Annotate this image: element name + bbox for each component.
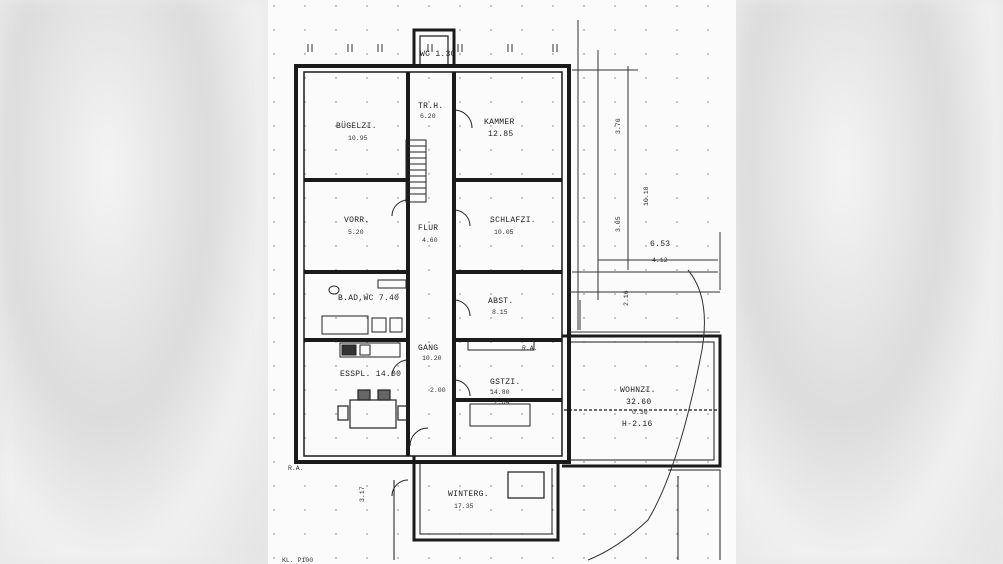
blurred-background-left xyxy=(0,0,268,564)
room-area-winterg: 17.35 xyxy=(454,503,474,510)
room-area-flur: 4.60 xyxy=(422,237,438,244)
room-label-wohnzi: WOHNZI. xyxy=(620,386,656,395)
room-area-kammer: 12.85 xyxy=(488,130,514,139)
room-label-winterg: WINTERG. xyxy=(448,490,489,499)
door-swings xyxy=(391,109,473,497)
dining-table xyxy=(337,389,409,429)
misc-annotations: 2.00 R.A. R.A. KL. P100 xyxy=(282,345,538,564)
floor-plan-sheet: WC 1.30 TR.H. 6.20 BÜGELZI. 10.95 KAMMER… xyxy=(268,0,736,564)
dimension-label: 6.53 xyxy=(650,240,670,249)
interior-walls xyxy=(304,72,562,456)
wohnzi-note: 0.30 xyxy=(632,409,648,416)
annotation-corner-left: R.A. xyxy=(288,465,304,472)
room-label-vorr: VORR. xyxy=(344,216,370,225)
room-label-flur: FLUR xyxy=(418,224,438,233)
dimension-label: 2.16 xyxy=(623,290,630,306)
room-area-trh: 6.20 xyxy=(420,113,436,120)
room-area-gstzi: 14.80 xyxy=(490,389,510,396)
room-label-gang: GANG xyxy=(418,344,438,353)
outer-walls xyxy=(294,28,571,464)
room-area-wohnzi: 32.60 xyxy=(626,398,652,407)
room-label-trh: TR.H. xyxy=(418,102,444,111)
bathroom-fixtures xyxy=(321,279,407,335)
grid-dots xyxy=(268,0,736,564)
top-tick-marks xyxy=(307,44,558,52)
room-label-gstzi: GSTZI. xyxy=(490,378,521,387)
room-label-kammer: KAMMER xyxy=(484,118,515,127)
blurred-background-right xyxy=(736,0,1003,564)
room-labels: WC 1.30 TR.H. 6.20 BÜGELZI. 10.95 KAMMER… xyxy=(336,50,656,510)
room-label-essplatz: ESSPL. 14.00 xyxy=(340,370,401,379)
entry-porch xyxy=(668,469,721,560)
annotation-bg: 2.00 xyxy=(430,387,446,394)
room-label-buegelzi: BÜGELZI. xyxy=(336,122,377,131)
dimension-label: 3.05 xyxy=(615,216,622,232)
conservatory-walls xyxy=(393,456,560,560)
room-label-bad: B.AD,WC 7.40 xyxy=(338,294,399,303)
room-label-wc: WC 1.30 xyxy=(420,50,456,59)
dimension-labels: 3.70 10.18 3.05 6.53 4.12 2.16 3.17 xyxy=(359,118,670,502)
room-area-buegelzi: 10.95 xyxy=(348,135,368,142)
dimension-lines xyxy=(568,20,721,561)
room-label-abst: ABST. xyxy=(488,297,514,306)
dimension-label: 10.18 xyxy=(643,186,650,206)
wohnzi-height: H-2.16 xyxy=(622,420,653,429)
dimension-label: 4.12 xyxy=(652,257,668,264)
guest-room-furniture xyxy=(467,339,535,427)
staircase xyxy=(405,139,427,203)
room-area-schlafzi: 10.05 xyxy=(494,229,514,236)
kitchen-counter xyxy=(339,342,401,358)
room-area-gang: 10.20 xyxy=(422,355,442,362)
annotation-corner-mid: R.A. xyxy=(522,345,538,352)
dimension-label: 3.17 xyxy=(359,486,366,502)
floor-plan-drawing: WC 1.30 TR.H. 6.20 BÜGELZI. 10.95 KAMMER… xyxy=(268,0,736,564)
dimension-label: 3.70 xyxy=(615,118,622,134)
living-room-walls xyxy=(562,334,722,468)
scale-note: KL. P100 xyxy=(282,557,313,564)
gstzi-note: 2.64 xyxy=(494,399,510,406)
room-area-vorr: 5.20 xyxy=(348,229,364,236)
room-label-schlafzi: SCHLAFZI. xyxy=(490,216,536,225)
room-area-abst: 8.15 xyxy=(492,309,508,316)
